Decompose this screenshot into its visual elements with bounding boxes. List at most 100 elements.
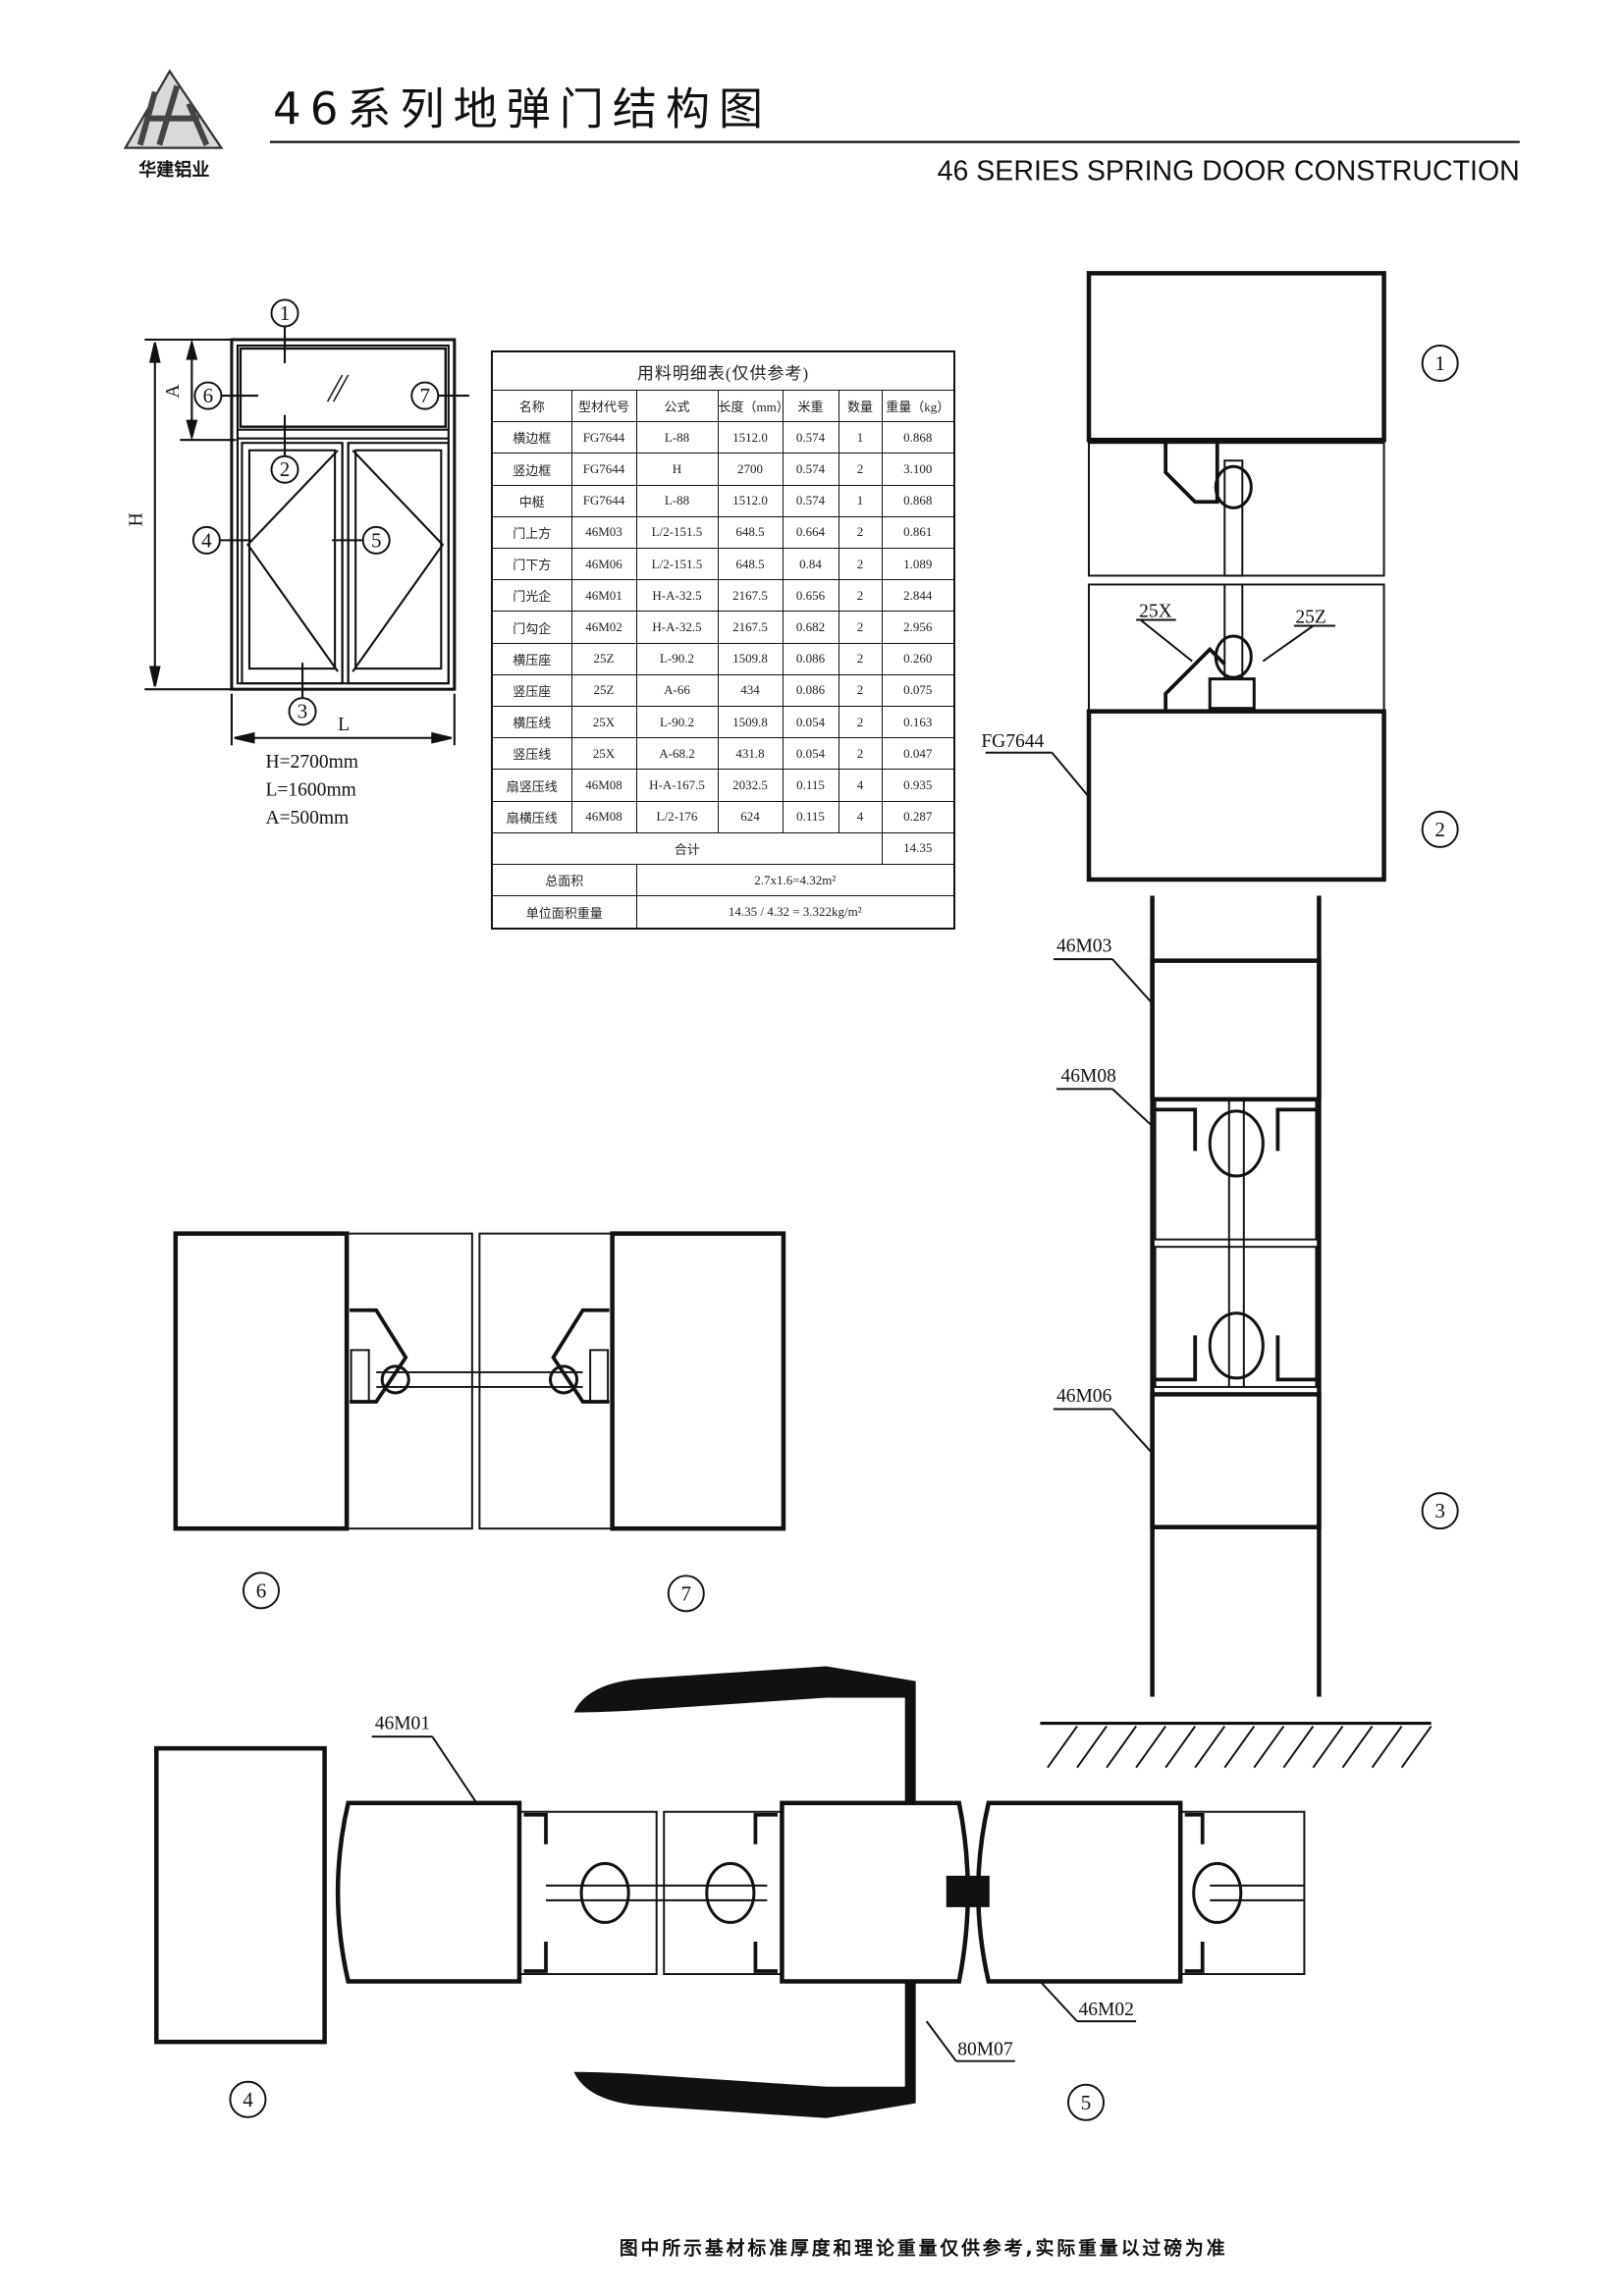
table-cell: 431.8 [717, 737, 784, 771]
table-cell: 1 [838, 484, 883, 517]
table-cell: L-90.2 [635, 642, 719, 675]
column-header: 型材代号 [570, 389, 637, 423]
table-cell: 2 [838, 548, 883, 581]
table-cell: 0.574 [782, 484, 839, 517]
dim-a-label: A [163, 385, 184, 399]
table-cell: 624 [717, 800, 784, 833]
callout-4: 4 [201, 528, 212, 552]
table-cell: 门上方 [491, 515, 572, 550]
table-cell: FG7644 [570, 421, 637, 454]
section-callout-4: 4 [243, 2088, 253, 2111]
table-cell: 46M06 [570, 548, 637, 581]
unit-weight-label: 单位面积重量 [491, 895, 637, 930]
table-cell: 0.047 [881, 737, 955, 771]
page-title: 46系列地弹门结构图 [273, 83, 772, 135]
callout-6: 6 [203, 384, 214, 407]
table-cell: 0.861 [881, 515, 955, 550]
logo-text: 华建铝业 [138, 159, 209, 181]
table-cell: 46M03 [570, 515, 637, 550]
column-header: 数量 [838, 389, 883, 423]
table-cell: A-66 [635, 673, 719, 708]
table-cell: 46M08 [570, 769, 637, 802]
table-cell: 25X [570, 706, 637, 739]
table-caption: 用料明细表(仅供参考) [491, 350, 955, 391]
section-callout-6: 6 [256, 1578, 267, 1602]
table-cell: 门下方 [491, 548, 572, 581]
table-cell: 竖压座 [491, 673, 572, 708]
callout-2: 2 [280, 457, 291, 481]
table-cell: H-A-167.5 [635, 769, 719, 802]
section-6-7 [173, 1231, 786, 1613]
footer-note: 图中所示基材标准厚度和理论重量仅供参考,实际重量以过磅为准 [620, 2237, 1228, 2260]
table-cell: 2 [838, 611, 883, 644]
table-cell: 0.115 [782, 769, 839, 802]
table-cell: L-88 [635, 484, 719, 517]
table-cell: 0.84 [782, 548, 839, 581]
section-callout-5: 5 [1081, 2091, 1092, 2114]
table-cell: L-88 [635, 421, 719, 454]
table-header-row: 名称型材代号公式长度（mm）米重数量重量（kg） [491, 389, 955, 423]
table-cell: H-A-32.5 [635, 579, 719, 613]
table-cell: 0.935 [881, 769, 955, 802]
total-value: 14.35 [881, 831, 955, 866]
table-cell: 0.574 [782, 421, 839, 454]
section-callout-2: 2 [1434, 818, 1445, 841]
table-cell: 0.664 [782, 515, 839, 550]
dim-h-label: H [126, 512, 146, 526]
table-cell: 4 [838, 800, 883, 833]
table-cell: 434 [717, 673, 784, 708]
spec-a: A=500mm [265, 808, 349, 828]
section-callout-3: 3 [1434, 1499, 1445, 1522]
table-cell: A-68.2 [635, 737, 719, 771]
section-4-5 [154, 1666, 1306, 2121]
column-header: 公式 [635, 389, 719, 423]
table-cell: L/2-151.5 [635, 515, 719, 550]
callout-5: 5 [371, 528, 382, 552]
table-cell: 2 [838, 515, 883, 550]
table-cell: 横压线 [491, 706, 572, 739]
table-cell: 0.656 [782, 579, 839, 613]
table-cell: 横压座 [491, 642, 572, 675]
table-cell: 46M02 [570, 611, 637, 644]
section-callout-7: 7 [681, 1581, 692, 1605]
table-cell: L/2-151.5 [635, 548, 719, 581]
table-cell: 25X [570, 737, 637, 771]
company-logo: 华建铝业 [123, 69, 224, 181]
table-cell: 0.163 [881, 706, 955, 739]
table-cell: 2 [838, 706, 883, 739]
table-cell: 扇横压线 [491, 800, 572, 833]
table-cell: 0.868 [881, 484, 955, 517]
callout-1: 1 [280, 301, 291, 325]
table-cell: 门光企 [491, 579, 572, 613]
table-cell: 2.844 [881, 579, 955, 613]
table-cell: 4 [838, 769, 883, 802]
table-cell: 0.115 [782, 800, 839, 833]
table-cell: 0.260 [881, 642, 955, 675]
table-cell: H [635, 453, 719, 486]
table-cell: 1.089 [881, 548, 955, 581]
column-header: 长度（mm） [717, 389, 784, 423]
table-cell: 1512.0 [717, 421, 784, 454]
table-cell: 1509.8 [717, 642, 784, 675]
table-cell: 2 [838, 642, 883, 675]
table-cell: 竖边框 [491, 453, 572, 486]
table-cell: 0.086 [782, 642, 839, 675]
table-cell: 2700 [717, 453, 784, 486]
table-cell: 2 [838, 453, 883, 486]
table-cell: 2 [838, 737, 883, 771]
table-cell: H-A-32.5 [635, 611, 719, 644]
spec-l: L=1600mm [265, 779, 355, 800]
table-cell: 46M08 [570, 800, 637, 833]
table-cell: 0.054 [782, 706, 839, 739]
